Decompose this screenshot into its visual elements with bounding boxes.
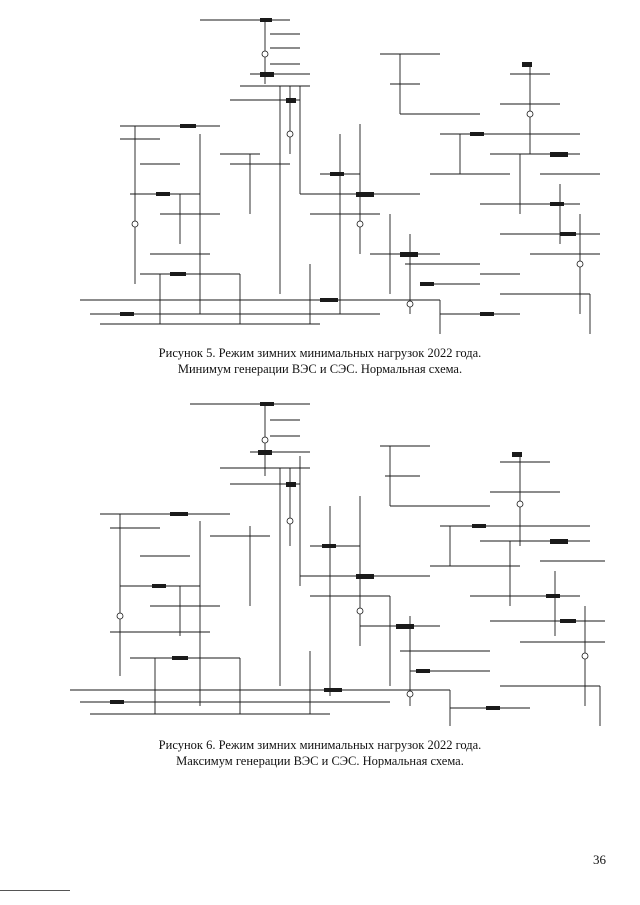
schematic-diagram — [70, 402, 605, 726]
figure-6-caption-line-1: Рисунок 6. Режим зимних минимальных нагр… — [158, 738, 482, 752]
page-edge-divider — [0, 890, 70, 891]
figure-6-caption-line-2: Максимум генерации ВЭС и СЭС. Нормальная… — [176, 754, 464, 768]
power-grid-schematic-figure-5 — [60, 14, 620, 342]
power-grid-schematic-figure-6 — [60, 396, 620, 732]
page-number: 36 — [593, 852, 606, 867]
schematic-diagram — [80, 18, 600, 334]
figure-5-caption: Рисунок 5. Режим зимних минимальных нагр… — [0, 345, 640, 377]
figure-6-caption: Рисунок 6. Режим зимних минимальных нагр… — [0, 737, 640, 769]
figure-5-caption-line-1: Рисунок 5. Режим зимних минимальных нагр… — [158, 346, 482, 360]
figure-5-caption-line-2: Минимум генерации ВЭС и СЭС. Нормальная … — [177, 362, 463, 376]
